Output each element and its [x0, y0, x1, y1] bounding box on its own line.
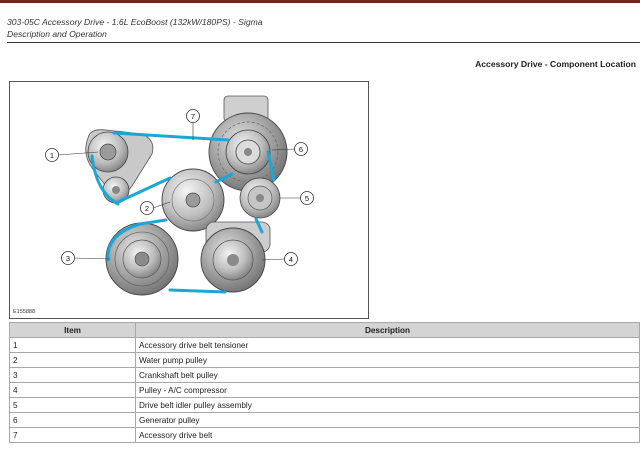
- callout-6: 6: [294, 142, 308, 156]
- table-header-row: Item Description: [9, 322, 640, 338]
- water-pump-pulley: [161, 168, 225, 232]
- table-row: 2 Water pump pulley: [9, 352, 640, 368]
- callout-2: 2: [140, 201, 154, 215]
- svg-text:3: 3: [66, 254, 70, 263]
- table-row: 3 Crankshaft belt pulley: [9, 367, 640, 383]
- table-row: 1 Accessory drive belt tensioner: [9, 337, 640, 353]
- item-column-header: Item: [9, 322, 136, 338]
- top-bar: [0, 0, 640, 3]
- generator: [208, 95, 288, 192]
- accessory-drive-illustration: 1 7 2 3 4 5 6: [45, 95, 314, 296]
- callout-7: 7: [186, 109, 200, 123]
- item-number: 1: [9, 337, 136, 353]
- item-description: Accessory drive belt tensioner: [135, 337, 640, 353]
- accessory-drive-belt: [90, 131, 276, 294]
- idler-pulley: [239, 177, 281, 219]
- item-description: Generator pulley: [135, 412, 640, 428]
- table-row: 6 Generator pulley: [9, 412, 640, 428]
- item-number: 6: [9, 412, 136, 428]
- item-number: 5: [9, 397, 136, 413]
- figure-id: E155888: [13, 309, 36, 315]
- svg-text:5: 5: [305, 194, 309, 203]
- item-number: 3: [9, 367, 136, 383]
- crankshaft-pulley: [105, 222, 179, 296]
- document-title: 303-05C Accessory Drive - 1.6L EcoBoost …: [7, 17, 263, 27]
- callout-1: 1: [45, 148, 59, 162]
- callout-5: 5: [300, 191, 314, 205]
- callout-4: 4: [284, 252, 298, 266]
- svg-text:6: 6: [299, 145, 303, 154]
- table-row: 5 Drive belt idler pulley assembly: [9, 397, 640, 413]
- component-location-figure: 1 7 2 3 4 5 6 E155888: [9, 81, 369, 319]
- item-description: Pulley - A/C compressor: [135, 382, 640, 398]
- svg-text:7: 7: [191, 112, 195, 121]
- item-description: Drive belt idler pulley assembly: [135, 397, 640, 413]
- item-description: Accessory drive belt: [135, 427, 640, 443]
- item-description: Water pump pulley: [135, 352, 640, 368]
- items-table: Item Description 1 Accessory drive belt …: [9, 322, 640, 443]
- svg-text:1: 1: [50, 151, 54, 160]
- item-number: 7: [9, 427, 136, 443]
- item-description: Crankshaft belt pulley: [135, 367, 640, 383]
- table-row: 7 Accessory drive belt: [9, 427, 640, 443]
- callout-leaders: [57, 122, 301, 261]
- callout-3: 3: [61, 251, 75, 265]
- document-subtitle: Description and Operation: [7, 29, 107, 39]
- svg-text:4: 4: [289, 255, 293, 264]
- header-divider: [7, 42, 640, 43]
- item-number: 2: [9, 352, 136, 368]
- svg-text:2: 2: [145, 204, 149, 213]
- ac-compressor: [200, 221, 271, 293]
- item-number: 4: [9, 382, 136, 398]
- description-column-header: Description: [135, 322, 640, 338]
- table-row: 4 Pulley - A/C compressor: [9, 382, 640, 398]
- section-title: Accessory Drive - Component Location: [475, 59, 636, 69]
